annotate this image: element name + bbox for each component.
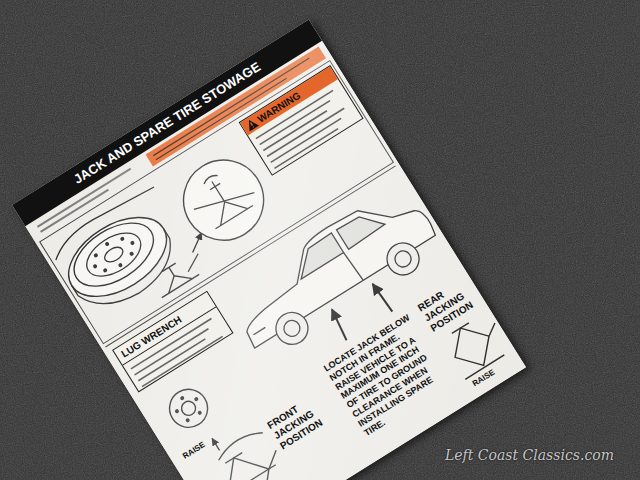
connector-layer [12, 20, 526, 480]
sticker-ground [12, 20, 526, 480]
warning-triangle [244, 116, 260, 132]
watermark: Left Coast Classics.com [445, 447, 635, 464]
gloss-sheen [12, 20, 526, 480]
